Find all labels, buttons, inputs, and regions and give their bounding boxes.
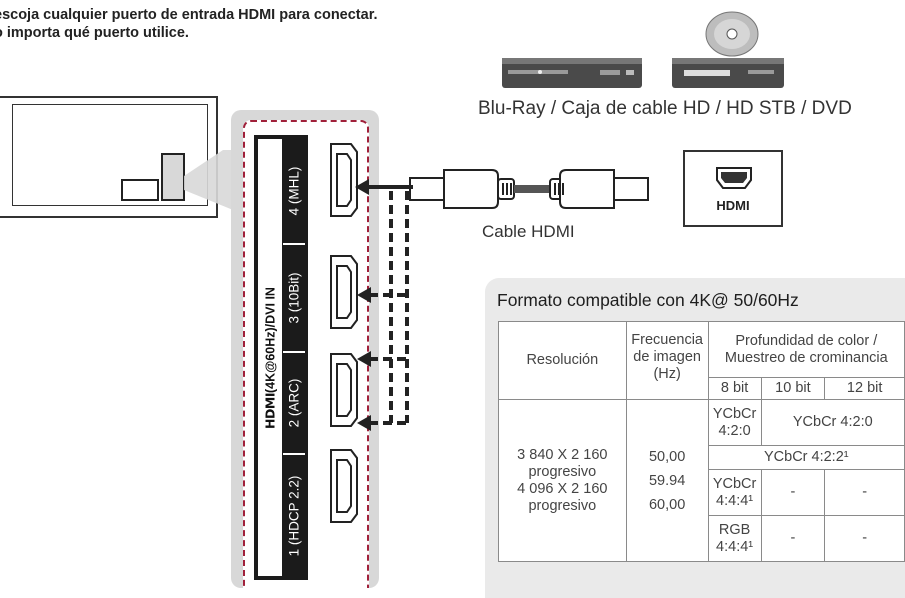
frequency-value: 59.94 — [648, 472, 686, 489]
header-12bit: 12 bit — [824, 377, 905, 400]
cell-r1-8bit: YCbCr 4:2:0 — [707, 399, 762, 446]
header-resolution: Resolución — [498, 321, 627, 400]
resolution-line: 4 096 X 2 160 — [517, 480, 608, 497]
arrow-to-port-4-icon — [355, 179, 413, 195]
port-3-cell: 3 (10Bit) — [283, 245, 305, 353]
hdmi-port-1-icon — [330, 449, 358, 523]
port-2-label: 2 (ARC) — [286, 378, 302, 428]
intro-text: escoja cualquier puerto de entrada HDMI … — [0, 6, 378, 42]
hdmi-brand-label: HDMI(4K@60Hz)/DVI IN — [258, 139, 282, 576]
frequency-cell: 50,00 59.94 60,00 — [625, 399, 709, 562]
dvd-player-icon — [672, 58, 784, 88]
port-1-label: 1 (HDCP 2.2) — [286, 475, 302, 556]
hdmi-logo: HDMI — [262, 392, 278, 429]
intro-line-1: escoja cualquier puerto de entrada HDMI … — [0, 7, 378, 23]
cell-r2-all: YCbCr 4:2:2¹ — [707, 445, 905, 470]
arrow-to-port-1-icon — [357, 415, 407, 431]
port-2-cell: 2 (ARC) — [283, 353, 305, 455]
cell-r4-12bit: - — [824, 515, 905, 562]
hdmi-brand-text: HDMI(4K@60Hz)/DVI IN — [263, 287, 278, 429]
cable-caption: Cable HDMI — [482, 222, 575, 241]
port-1-cell: 1 (HDCP 2.2) — [283, 455, 305, 576]
format-table-title: Formato compatible con 4K@ 50/60Hz — [497, 290, 799, 310]
cable-plug-left-icon — [409, 169, 515, 209]
arrow-to-port-2-icon — [357, 351, 407, 367]
cell-r1-10-12bit: YCbCr 4:2:0 — [760, 399, 905, 446]
hdmi-port-3-icon — [330, 255, 358, 329]
hdmi-box-label: HDMI — [716, 198, 750, 213]
format-table: Resolución Frecuencia de imagen (Hz) Pro… — [498, 321, 905, 562]
port-4-label: 4 (MHL) — [286, 166, 302, 216]
cell-r4-10bit: - — [760, 515, 826, 562]
resolution-line: progresivo — [528, 463, 597, 480]
devices-caption: Blu-Ray / Caja de cable HD / HD STB / DV… — [478, 98, 852, 119]
hdmi-cable-illustration — [409, 169, 649, 209]
source-devices-illustration — [502, 11, 784, 88]
tv-connector-illustration — [121, 150, 238, 212]
port-4-cell: 4 (MHL) — [283, 139, 305, 245]
header-frequency: Frecuencia de imagen (Hz) — [625, 321, 709, 400]
bluray-player-icon — [502, 58, 642, 88]
resolution-cell: 3 840 X 2 160 progresivo 4 096 X 2 160 p… — [498, 399, 627, 562]
cell-r4-8bit: RGB 4:4:4¹ — [707, 515, 762, 562]
header-10bit: 10 bit — [760, 377, 826, 400]
device-hdmi-port-box: HDMI — [683, 150, 783, 227]
header-depth: Profundidad de color / Muestreo de cromi… — [707, 321, 905, 378]
cell-r3-12bit: - — [824, 469, 905, 516]
cable-plug-right-icon — [549, 169, 649, 209]
hdmi-port-2-icon — [330, 353, 358, 427]
connection-arrows — [355, 179, 413, 431]
cell-r3-8bit: YCbCr 4:4:4¹ — [707, 469, 762, 516]
disc-icon — [705, 11, 759, 57]
frequency-value: 60,00 — [648, 496, 686, 513]
hdmi-port-4-icon — [330, 143, 358, 217]
arrow-to-port-3-icon — [357, 287, 407, 303]
hdmi-socket-icon — [716, 167, 752, 189]
hdmi-brand-suffix: (4K@60Hz)/DVI IN — [263, 286, 278, 393]
cell-r3-10bit: - — [760, 469, 826, 516]
intro-line-2: o importa qué puerto utilice. — [0, 25, 189, 41]
port-labels: 4 (MHL) 3 (10Bit) 2 (ARC) 1 (HDCP 2.2) — [283, 139, 305, 576]
port-3-label: 3 (10Bit) — [286, 272, 302, 324]
cable-wire — [514, 185, 550, 193]
resolution-line: progresivo — [528, 497, 597, 514]
resolution-line: 3 840 X 2 160 — [517, 446, 608, 463]
header-8bit: 8 bit — [707, 377, 762, 400]
frequency-value: 50,00 — [648, 448, 686, 465]
tv-hdmi-ports — [330, 143, 358, 523]
